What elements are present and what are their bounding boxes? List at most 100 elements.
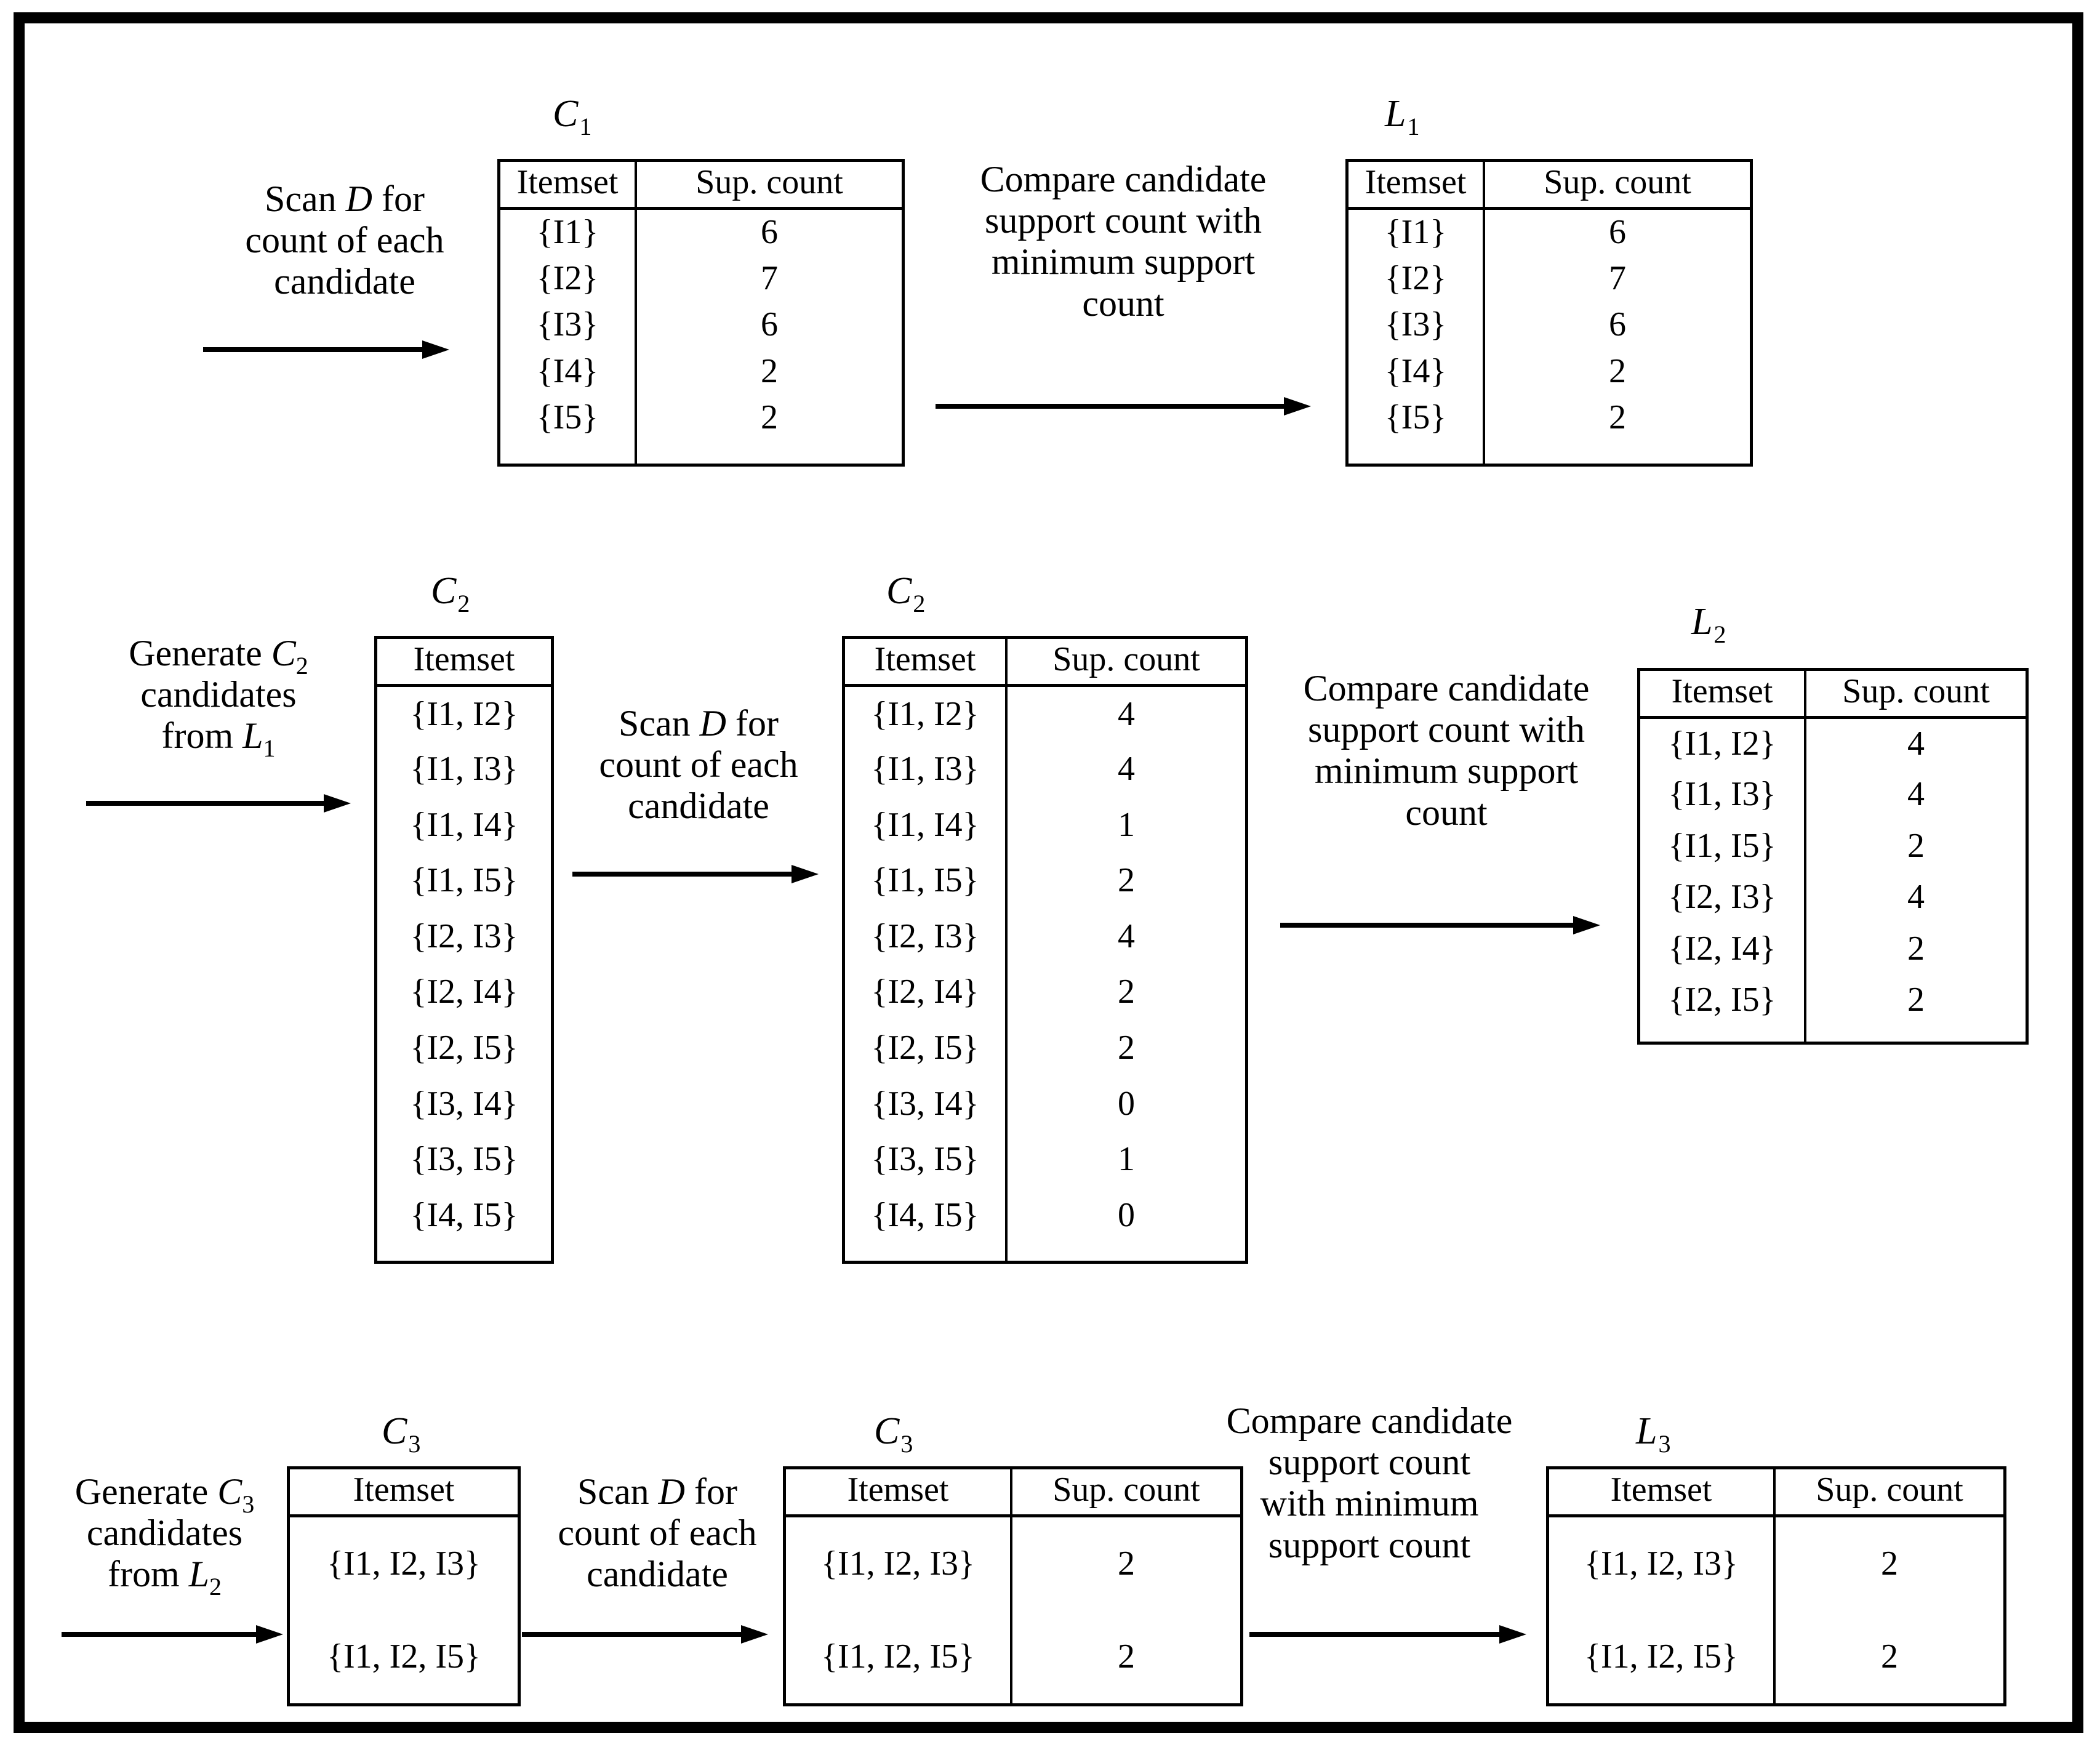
table-row: {I1} 6 xyxy=(500,208,902,255)
for-word: for xyxy=(694,1471,737,1512)
table-row: {I2, I5} 2 xyxy=(845,1019,1245,1076)
cell-sup-count: 4 xyxy=(1804,717,2026,769)
table-c2-counts: Itemset Sup. count {I1, I2} 4 {I1, I3} 4… xyxy=(842,636,1248,1264)
cell-itemset: {I1, I5} xyxy=(1668,826,1776,865)
arrow-compare-2 xyxy=(1280,916,1600,934)
cell-sup-count: 1 xyxy=(1005,797,1245,853)
table-row: {I3, I5} xyxy=(377,1131,551,1187)
table-row-spacer xyxy=(377,1243,551,1261)
cell-itemset: {I1, I2, I5} xyxy=(821,1637,975,1676)
d-variable: D xyxy=(658,1471,685,1512)
cell-sup-count: 6 xyxy=(635,301,902,348)
table-row: {I4, I5} 0 xyxy=(845,1187,1245,1243)
cell-sup-count: 2 xyxy=(1010,1609,1240,1703)
count-of-each-line: count of each xyxy=(558,1512,757,1554)
table-header-row: Itemset Sup. count xyxy=(845,639,1245,687)
column-header-itemset: Itemset xyxy=(1640,671,1805,719)
cell-itemset: {I1, I3} xyxy=(1668,775,1776,814)
caption-c2a: C2 xyxy=(431,569,470,617)
caption-l1-letter: L xyxy=(1385,93,1406,135)
cell-spacer xyxy=(845,1243,1006,1261)
cell-itemset: {I2} xyxy=(1384,259,1447,297)
cell-itemset: {I1, I2, I3} xyxy=(1584,1544,1738,1583)
caption-l3-sub: 3 xyxy=(1658,1430,1671,1458)
table-row: {I1, I5} xyxy=(377,853,551,909)
cell-itemset: {I1, I3} xyxy=(871,750,979,789)
cell-itemset: {I4} xyxy=(1384,351,1447,390)
cell-sup-count: 2 xyxy=(635,348,902,395)
table-header-row: Itemset Sup. count xyxy=(1640,671,2026,719)
cell-itemset: {I1, I2} xyxy=(871,694,979,733)
table-header-row: Itemset Sup. count xyxy=(786,1469,1240,1517)
cell-sup-count: 1 xyxy=(1005,1131,1245,1187)
table-row: {I2, I3} 4 xyxy=(1640,871,2026,923)
caption-c3a: C3 xyxy=(382,1410,420,1458)
cell-itemset: {I2, I3} xyxy=(871,917,979,955)
caption-c2a-sub: 2 xyxy=(457,590,470,617)
table-header-row: Itemset xyxy=(377,639,551,687)
c-sub-2: 2 xyxy=(295,652,308,680)
table-row: {I1, I4} 1 xyxy=(845,797,1245,853)
cell-itemset: {I4, I5} xyxy=(871,1195,979,1234)
table-c2-candidates: Itemset {I1, I2} {I1, I3} {I1, I4} {I1, … xyxy=(374,636,554,1264)
cell-itemset: {I3} xyxy=(536,305,599,344)
diagram-outer-border xyxy=(14,12,2083,1733)
table-header-row: Itemset Sup. count xyxy=(1349,162,1750,210)
cell-sup-count: 2 xyxy=(1005,852,1245,909)
compare-line-4: count xyxy=(1405,792,1488,833)
table-row: {I5} 2 xyxy=(500,394,902,441)
caption-c1-letter: C xyxy=(553,93,579,135)
cell-sup-count: 2 xyxy=(1773,1516,2003,1610)
table-row: {I1, I3} xyxy=(377,741,551,797)
cell-sup-count: 6 xyxy=(635,208,902,255)
table-c1: Itemset Sup. count {I1} 6 {I2} 7 {I3} 6 xyxy=(497,159,905,467)
table-row: {I1, I2, I5} 2 xyxy=(786,1609,1240,1703)
table-row: {I5} 2 xyxy=(1349,394,1750,441)
cell-spacer xyxy=(1804,1025,2026,1042)
compare-line-3: minimum support xyxy=(991,241,1256,283)
table-row: {I2, I4} xyxy=(377,964,551,1020)
table-row: {I4} 2 xyxy=(500,348,902,395)
cell-itemset: {I2} xyxy=(536,259,599,297)
cell-sup-count: 7 xyxy=(635,254,902,302)
cell-itemset: {I2, I5} xyxy=(871,1028,979,1067)
cell-itemset: {I1, I2, I3} xyxy=(821,1544,975,1583)
caption-c3b-letter: C xyxy=(874,1410,900,1452)
cell-itemset: {I1, I5} xyxy=(410,861,518,900)
compare-line-3: with minimum xyxy=(1260,1483,1479,1524)
column-header-sup-count: Sup. count xyxy=(1804,671,2026,719)
caption-c2b-sub: 2 xyxy=(913,590,926,617)
table-row: {I2, I5} xyxy=(377,1020,551,1076)
generate-word: Generate xyxy=(129,633,262,673)
from-word: from xyxy=(107,1554,180,1595)
cell-sup-count: 4 xyxy=(1005,741,1245,797)
compare-line-2: support count xyxy=(1268,1442,1471,1483)
table-row: {I1, I3} 4 xyxy=(1640,768,2026,821)
c-variable: C xyxy=(217,1471,242,1512)
cell-itemset: {I1, I5} xyxy=(871,861,979,900)
cell-itemset: {I5} xyxy=(1384,398,1447,437)
arrow-compare-1 xyxy=(936,397,1311,416)
caption-c3a-letter: C xyxy=(382,1410,407,1452)
cell-sup-count: 2 xyxy=(1005,964,1245,1020)
cell-sup-count: 4 xyxy=(1005,908,1245,965)
table-row: {I4, I5} xyxy=(377,1187,551,1243)
cell-itemset: {I3, I4} xyxy=(410,1084,518,1123)
for-word: for xyxy=(735,703,779,744)
from-word: from xyxy=(161,715,234,757)
count-of-each-line: count of each xyxy=(599,744,798,785)
column-header-itemset: Itemset xyxy=(500,162,636,210)
table-row: {I2, I4} 2 xyxy=(845,964,1245,1020)
caption-l1-sub: 1 xyxy=(1407,113,1420,140)
cell-sup-count: 7 xyxy=(1483,254,1750,302)
table-row: {I1, I2, I3} 2 xyxy=(786,1516,1240,1610)
table-row-spacer xyxy=(1640,1025,2026,1042)
step-label-scan-d-1: Scan D for count of each candidate xyxy=(185,179,505,303)
d-variable: D xyxy=(699,703,726,744)
table-row: {I1, I2, I5} xyxy=(290,1610,518,1703)
c-variable: C xyxy=(271,633,296,673)
step-label-scan-d-2: Scan D for count of each candidate xyxy=(566,703,831,827)
table-header-row: Itemset Sup. count xyxy=(1549,1469,2003,1517)
cell-spacer xyxy=(1349,441,1484,464)
cell-itemset: {I1, I4} xyxy=(871,805,979,844)
